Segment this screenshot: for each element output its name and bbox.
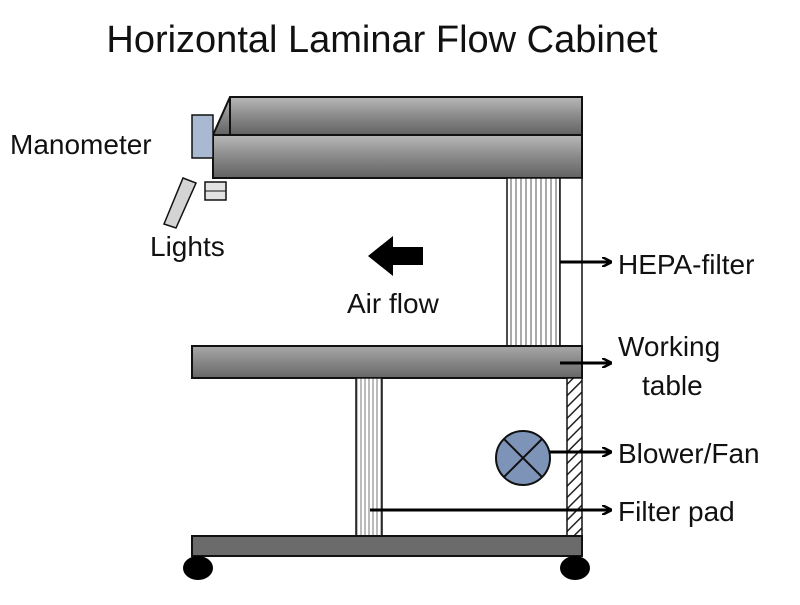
rear-hatched-panel — [566, 377, 583, 537]
light-fixtures — [162, 177, 227, 229]
hepa-filter — [506, 177, 561, 347]
manometer-gauge — [191, 114, 214, 159]
label-air-flow: Air flow — [347, 288, 440, 319]
label-blower-fan: Blower/Fan — [618, 438, 760, 469]
label-lights: Lights — [150, 231, 225, 262]
label-working-table-line2: table — [642, 370, 703, 401]
wheel-left — [183, 556, 213, 580]
label-hepa-filter: HEPA-filter — [618, 249, 754, 280]
cabinet-base — [191, 535, 583, 557]
filter-pad — [355, 377, 383, 537]
blower-fan — [495, 430, 551, 486]
label-manometer: Manometer — [10, 129, 152, 160]
wheel-right — [560, 556, 590, 580]
label-filter-pad: Filter pad — [618, 496, 735, 527]
working-table — [191, 345, 583, 379]
label-working-table-line1: Working — [618, 331, 720, 362]
diagram-title: Horizontal Laminar Flow Cabinet — [106, 19, 658, 61]
air-flow-arrow — [368, 236, 423, 276]
cabinet-hood — [211, 96, 583, 179]
